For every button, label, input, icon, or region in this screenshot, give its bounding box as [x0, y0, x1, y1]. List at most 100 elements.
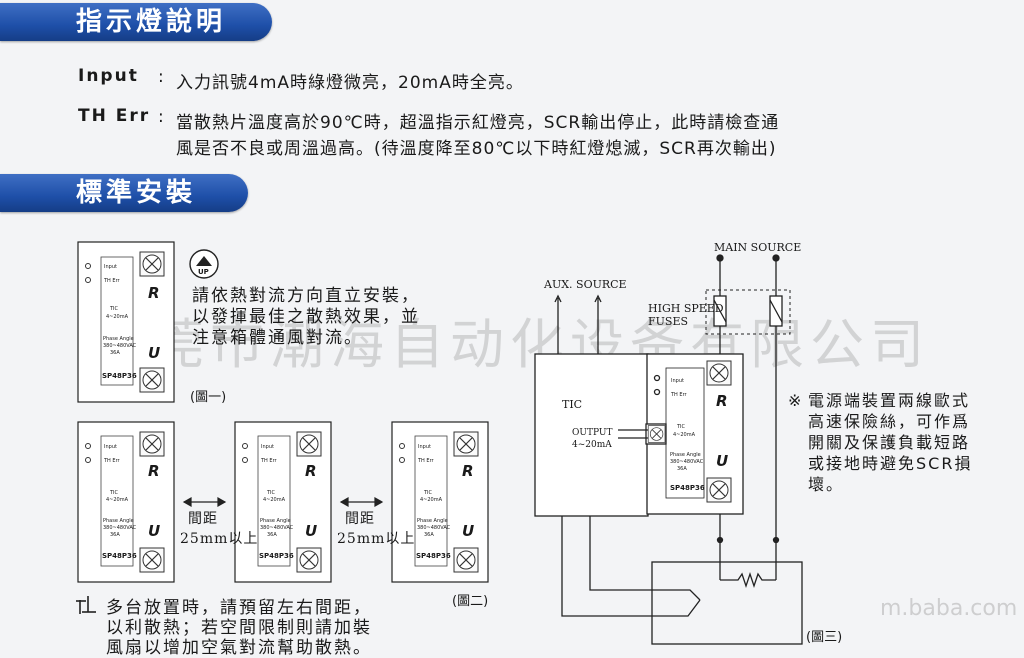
- up-label: UP: [198, 268, 209, 276]
- module-tic-range: 4~20mA: [106, 314, 129, 320]
- fig3-note-line: 壞。: [808, 475, 845, 494]
- fig2-note-line: 以利散熱；若空間限制則請加裝: [106, 618, 372, 638]
- gap-label-1: 間距: [188, 511, 218, 527]
- therr-colon: :: [158, 107, 164, 127]
- main-source-label: MAIN SOURCE: [714, 241, 802, 254]
- section-title-install: 標準安裝: [0, 174, 248, 212]
- multi-unit-icon: [76, 596, 96, 614]
- module-phase2: 380~480VAC: [103, 525, 137, 531]
- fig2-note-line: 風扇以增加空氣對流幫助散熱。: [106, 638, 372, 658]
- fig3-note: 電源端裝置兩線歐式 高速保險絲，可作爲 開關及保護負載短路 或接地時避免SCR損…: [808, 390, 972, 495]
- gap-label-2: 間距: [345, 511, 375, 527]
- input-description: 入力訊號4mA時綠燈微亮，20mA時全亮。: [176, 73, 524, 93]
- output-label: OUTPUT: [572, 428, 613, 438]
- gap-arrow-1: [182, 496, 227, 508]
- module-r-terminal: R: [462, 462, 474, 480]
- module-tic-label: TIC: [110, 306, 119, 312]
- gap-value-1: 25mm以上: [180, 531, 259, 547]
- module-therr-label: TH Err: [261, 458, 277, 464]
- tail-watermark: m.baba.com: [880, 596, 1018, 621]
- module-model: SP48P36: [416, 552, 451, 560]
- fig1-note-line: 以發揮最佳之散熱效果，並: [192, 307, 420, 327]
- input-colon: :: [158, 67, 164, 87]
- module-tic-range: 4~20mA: [420, 497, 443, 503]
- fig3-caption: (圖三): [806, 630, 843, 645]
- module-phase3: 36A: [267, 532, 277, 538]
- fig2-note-line: 多台放置時，請預留左右間距，: [106, 598, 372, 618]
- module-phase1: Phase Angle: [260, 518, 291, 524]
- module-input-label: Input: [418, 444, 431, 450]
- fuses-label-1: HIGH SPEED: [648, 302, 724, 315]
- module-fig2-c: [391, 421, 489, 583]
- section-title-text: 標準安裝: [76, 178, 197, 208]
- module-phase3: 36A: [677, 466, 687, 472]
- module-phase2: 380~480VAC: [103, 343, 137, 349]
- fig1-note-line: 請依熱對流方向直立安裝，: [192, 286, 420, 306]
- fig3-note-line: 高速保險絲，可作爲: [808, 412, 971, 431]
- module-tic-range: 4~20mA: [106, 497, 129, 503]
- section-title-text: 指示燈說明: [76, 7, 227, 37]
- fig3-note-line: 電源端裝置兩線歐式: [808, 391, 971, 410]
- gap-arrow-2: [339, 496, 384, 508]
- tic-label: TIC: [562, 398, 583, 411]
- gap-value-2: 25mm以上: [337, 531, 416, 547]
- module-tic-range: 4~20mA: [263, 497, 286, 503]
- module-r-terminal: R: [305, 462, 317, 480]
- module-model: SP48P36: [670, 484, 705, 492]
- module-phase2: 380~480VAC: [260, 525, 294, 531]
- module-phase3: 36A: [110, 532, 120, 538]
- fig2-note: 多台放置時，請預留左右間距， 以利散熱；若空間限制則請加裝 風扇以增加空氣對流幫…: [106, 598, 372, 658]
- up-arrow-icon: [189, 249, 219, 279]
- module-tic-range: 4~20mA: [673, 432, 696, 438]
- fig3-note-line: 開關及保護負載短路: [808, 433, 971, 452]
- module-therr-label: TH Err: [671, 392, 687, 398]
- therr-description-line2: 風是否不良或周溫過高。(待溫度降至80℃以下時紅燈熄滅，SCR再次輸出): [176, 139, 777, 159]
- module-u-terminal: U: [148, 344, 161, 362]
- module-therr-label: TH Err: [104, 458, 120, 464]
- module-r-terminal: R: [148, 462, 160, 480]
- module-phase3: 36A: [424, 532, 434, 538]
- module-phase1: Phase Angle: [103, 336, 134, 342]
- watermark: 东莞市潮海自动化设备有限公司: [90, 313, 930, 376]
- module-u-terminal: U: [462, 522, 475, 540]
- module-fig2-a: [77, 421, 175, 583]
- module-model: SP48P36: [102, 552, 137, 560]
- aux-source-label: AUX. SOURCE: [544, 278, 627, 291]
- module-fig1: [77, 241, 175, 403]
- module-model: SP48P36: [259, 552, 294, 560]
- module-u-terminal: U: [305, 522, 318, 540]
- module-therr-label: TH Err: [104, 278, 120, 284]
- module-u-terminal: U: [148, 522, 161, 540]
- module-phase1: Phase Angle: [417, 518, 448, 524]
- section-title-indicator: 指示燈說明: [0, 3, 272, 41]
- module-model: SP48P36: [102, 372, 137, 380]
- module-therr-label: TH Err: [418, 458, 434, 464]
- module-r-terminal: R: [148, 284, 160, 302]
- fig1-note: 請依熱對流方向直立安裝， 以發揮最佳之散熱效果，並 注意箱體通風對流。: [192, 286, 420, 349]
- module-input-label: Input: [104, 444, 117, 450]
- module-tic-label: TIC: [110, 490, 119, 496]
- fig2-caption: (圖二): [452, 594, 489, 609]
- module-input-label: Input: [671, 378, 684, 384]
- module-r-terminal: R: [716, 392, 728, 410]
- module-tic-label: TIC: [424, 490, 433, 496]
- module-input-label: Input: [104, 264, 117, 270]
- module-tic-label: TIC: [677, 424, 686, 430]
- output-range: 4~20mA: [572, 440, 612, 450]
- module-phase3: 36A: [110, 350, 120, 356]
- module-phase1: Phase Angle: [670, 452, 701, 458]
- module-tic-label: TIC: [267, 490, 276, 496]
- input-label: Input: [78, 66, 139, 86]
- module-phase2: 380~480VAC: [417, 525, 451, 531]
- fig3-note-mark: ※: [788, 391, 804, 410]
- module-input-label: Input: [261, 444, 274, 450]
- therr-label: TH Err: [78, 106, 151, 126]
- fuses-label-2: FUSES: [648, 315, 689, 328]
- therr-description-line1: 當散熱片溫度高於90℃時，超溫指示紅燈亮，SCR輸出停止，此時請檢查通: [176, 113, 780, 133]
- module-phase1: Phase Angle: [103, 518, 134, 524]
- module-fig2-b: [234, 421, 332, 583]
- module-phase2: 380~480VAC: [670, 459, 704, 465]
- module-u-terminal: U: [716, 452, 729, 470]
- fig1-note-line: 注意箱體通風對流。: [192, 328, 363, 348]
